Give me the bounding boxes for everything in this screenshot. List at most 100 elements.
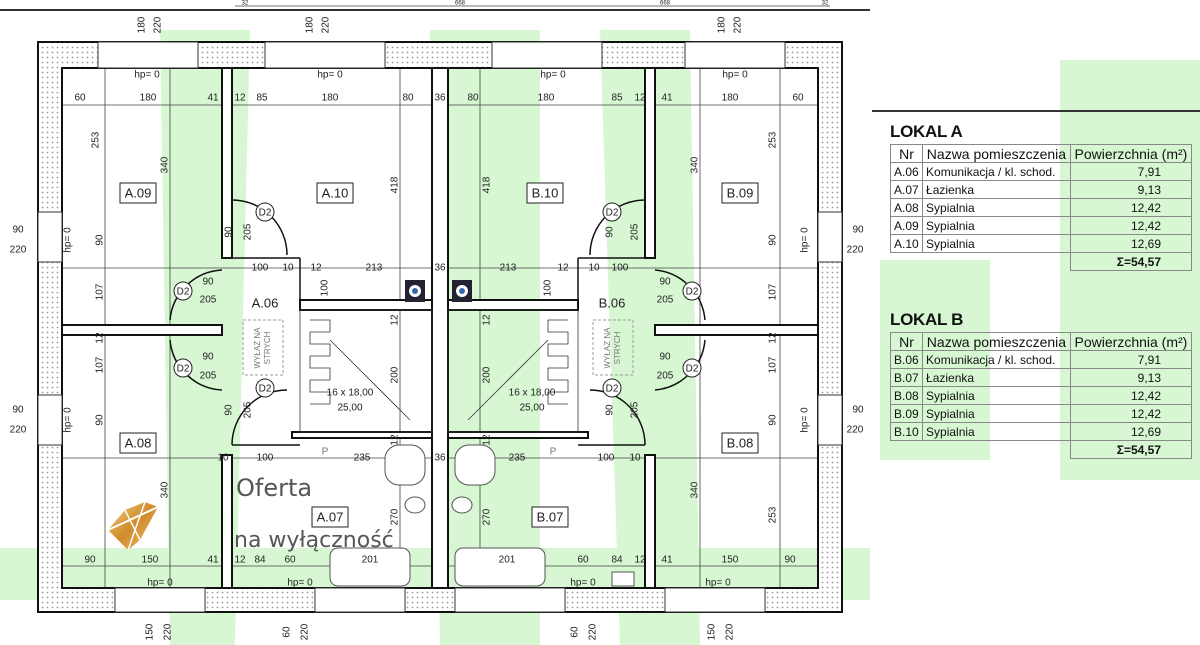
door-tag: D2 [686,287,699,298]
dimension-label: 180 [305,16,316,33]
dimension-label: 12 [634,555,646,566]
dimension-label: 205 [243,401,254,418]
dimension-label: 270 [482,508,493,525]
dimension-label: 41 [661,93,673,104]
dimension-label: 418 [390,176,401,193]
room-area: 12,42 [1069,216,1193,235]
hp-label: hp= 0 [722,70,748,81]
hp-label: hp= 0 [317,70,343,81]
dimension-label: 220 [321,16,332,33]
attic-hatch-label: WYŁAZ NA [253,327,262,369]
divider [872,110,1200,112]
dimension-label: 85 [256,93,268,104]
dimension-label: 90 [852,225,864,236]
room-nr: A.08 [889,198,924,217]
dimension-label: 12 [234,93,246,104]
room-tag-box [316,182,354,204]
room-tag-box [721,432,759,454]
room-name: Sypialnia [922,404,1071,423]
dimension-label: 100 [598,453,615,464]
dimension-label: 180 [137,16,148,33]
room-name: Sypialnia [922,422,1071,441]
dimension-label: 12 [482,434,493,446]
door-tag: D2 [606,384,619,395]
dimension-label: 220 [163,623,174,640]
room-nr: A.09 [889,216,924,235]
door-tag-circle [602,378,622,398]
dimension-label: 100 [257,453,274,464]
dimension-label: 60 [570,626,581,638]
dimension-label: 253 [91,131,102,148]
dimension-label: 60 [792,93,804,104]
room-tag-box [311,506,349,528]
dimension-label: 180 [717,16,728,33]
room-area: 12,69 [1069,422,1193,441]
dimension-label: 12 [95,332,106,344]
stairs-label: 16 x 18,00 [509,388,556,399]
dimension-label: 10 [217,453,229,464]
col-header: Powierzchnia (m²) [1069,144,1193,163]
logo-text-line1: Oferta [236,474,313,502]
door-tag: D2 [259,208,272,219]
dimension-label: 200 [482,366,493,383]
room-label: B.10 [532,185,559,200]
room-area: 12,42 [1069,404,1193,423]
room-area: 9,13 [1069,368,1193,387]
hp-label: hp= 0 [800,227,811,253]
dimension-label: 150 [707,623,718,640]
p-tag: P [550,447,557,458]
dimension-label: 270 [390,508,401,525]
dimension-label: 10 [588,263,600,274]
room-label: B.07 [537,509,564,524]
dimension-label: 235 [509,453,526,464]
dimension-label: 12 [768,332,779,344]
dimension-label: 90 [605,226,616,238]
dimension-label: 90 [95,414,106,426]
dimension-label: 150 [722,555,739,566]
room-label: A.06 [252,295,279,310]
dimension-label: 90 [224,404,235,416]
hp-label: hp= 0 [540,70,566,81]
dimension-label: 180 [538,93,555,104]
hp-label: hp= 0 [63,407,74,433]
dimension-label: 90 [768,414,779,426]
col-header: Nazwa pomieszczenia [922,332,1071,351]
room-label: A.10 [322,185,349,200]
dimension-label: 205 [200,371,217,382]
col-header: Nazwa pomieszczenia [922,144,1071,163]
room-area: 12,42 [1069,198,1193,217]
dimension-label: 220 [847,245,864,256]
dimension-label: 90 [202,277,214,288]
col-header: Powierzchnia (m²) [1069,332,1193,351]
hp-label: hp= 0 [570,578,596,589]
hp-label: hp= 0 [134,70,160,81]
dimension-label: 213 [500,263,517,274]
dimension-label: 10 [629,453,641,464]
door-tag: D2 [177,364,190,375]
door-tag: D2 [686,364,699,375]
room-tag-box [526,182,564,204]
dimension-label: 220 [725,623,736,640]
dimension-label: 100 [252,263,269,274]
room-label: B.06 [599,295,626,310]
col-header: Nr [889,332,924,351]
table-title: LOKAL A [890,122,963,141]
dimension-label: 90 [852,405,864,416]
door-tag-circle [173,281,193,301]
stairs-label: 16 x 18,00 [327,388,374,399]
dimension-label: 220 [847,425,864,436]
stairs [299,309,579,433]
dimension-label: 340 [160,481,171,498]
dimension-label: 107 [768,356,779,373]
dimension-label: 90 [202,352,214,363]
dimension-label: 220 [153,16,164,33]
dimension-label: 205 [657,371,674,382]
dimension-label: 201 [499,555,516,566]
dimension-label: 60 [282,626,293,638]
room-name: Łazienka [922,180,1071,199]
dimension-label: 340 [690,156,701,173]
door-tag: D2 [259,384,272,395]
